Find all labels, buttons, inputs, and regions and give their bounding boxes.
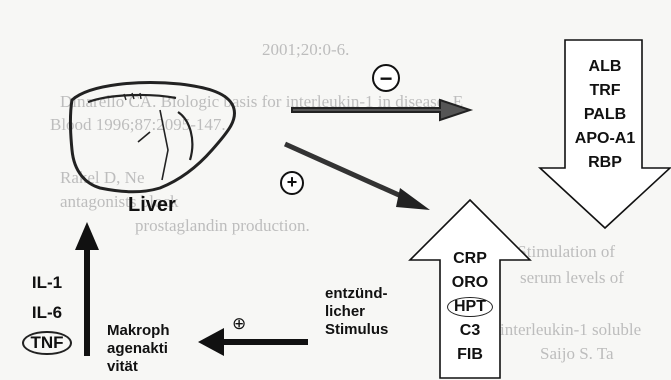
macrophage-line-2: agenakti xyxy=(107,340,170,358)
macrophage-label: Makroph agenakti vität xyxy=(107,322,170,376)
cytokine-tnf: TNF xyxy=(22,331,71,355)
cytokine-il6: IL-6 xyxy=(18,298,76,328)
stimulus-label: entzünd- licher Stimulus xyxy=(325,285,388,339)
protein-c3: C3 xyxy=(430,319,510,343)
arrow-to-negative xyxy=(292,100,470,120)
positive-protein-list: CRP ORO HPT C3 FIB xyxy=(430,247,510,367)
protein-trf: TRF xyxy=(560,79,650,103)
negative-protein-list: ALB TRF PALB APO-A1 RBP xyxy=(560,55,650,175)
stimulus-line-2: licher xyxy=(325,303,388,321)
protein-hpt: HPT xyxy=(447,297,493,317)
negative-sign: − xyxy=(378,66,394,92)
macrophage-line-3: vität xyxy=(107,358,170,376)
cytokine-il1: IL-1 xyxy=(18,268,76,298)
stimulus-sign: ⊕ xyxy=(232,314,246,334)
protein-apo-a1: APO-A1 xyxy=(560,127,650,151)
protein-fib: FIB xyxy=(430,343,510,367)
cytokine-list: IL-1 IL-6 TNF xyxy=(18,268,76,358)
arrow-cytokines-to-liver xyxy=(75,222,99,356)
protein-palb: PALB xyxy=(560,103,650,127)
protein-crp: CRP xyxy=(430,247,510,271)
protein-rbp: RBP xyxy=(560,151,650,175)
macrophage-line-1: Makroph xyxy=(107,322,170,340)
liver-illustration xyxy=(71,83,235,192)
stimulus-line-3: Stimulus xyxy=(325,321,388,339)
stimulus-line-1: entzünd- xyxy=(325,285,388,303)
protein-oro: ORO xyxy=(430,271,510,295)
protein-alb: ALB xyxy=(560,55,650,79)
positive-sign: + xyxy=(286,172,298,193)
arrow-stimulus-to-macrophage xyxy=(198,328,308,356)
arrow-to-positive xyxy=(285,144,430,210)
liver-label: Liver xyxy=(128,194,176,217)
